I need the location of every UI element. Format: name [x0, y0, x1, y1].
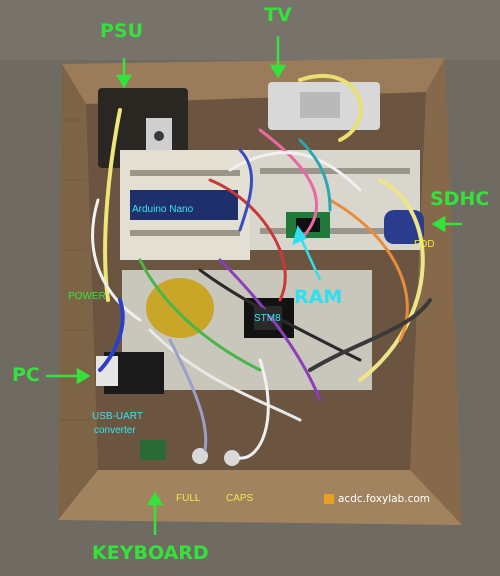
full-label: FULL	[176, 493, 201, 504]
ram-label: RAM	[294, 286, 343, 308]
fox-logo-icon	[324, 494, 334, 504]
annotation-arrows	[46, 36, 462, 535]
psu-label: PSU	[100, 20, 144, 42]
stm8-label: STM8	[254, 313, 281, 324]
keyboard-label: KEYBOARD	[92, 542, 209, 564]
wires	[91, 73, 432, 460]
pc-label: PC	[12, 364, 40, 386]
power-label: POWER	[68, 291, 106, 302]
keyboard-jack	[140, 440, 166, 460]
tv-label: TV	[264, 4, 292, 26]
fdd-label: FDD	[414, 239, 435, 250]
arduino-nano-label: Arduino Nano	[132, 204, 194, 215]
arduino-nano-board	[130, 190, 238, 220]
usb-uart-label-line2: converter	[94, 425, 136, 436]
caps-label: CAPS	[226, 493, 254, 504]
sdhc-label: SDHC	[430, 188, 490, 210]
watermark-text: acdc.foxylab.com	[338, 493, 430, 505]
usb-uart-label-line1: USB-UART	[92, 411, 143, 422]
